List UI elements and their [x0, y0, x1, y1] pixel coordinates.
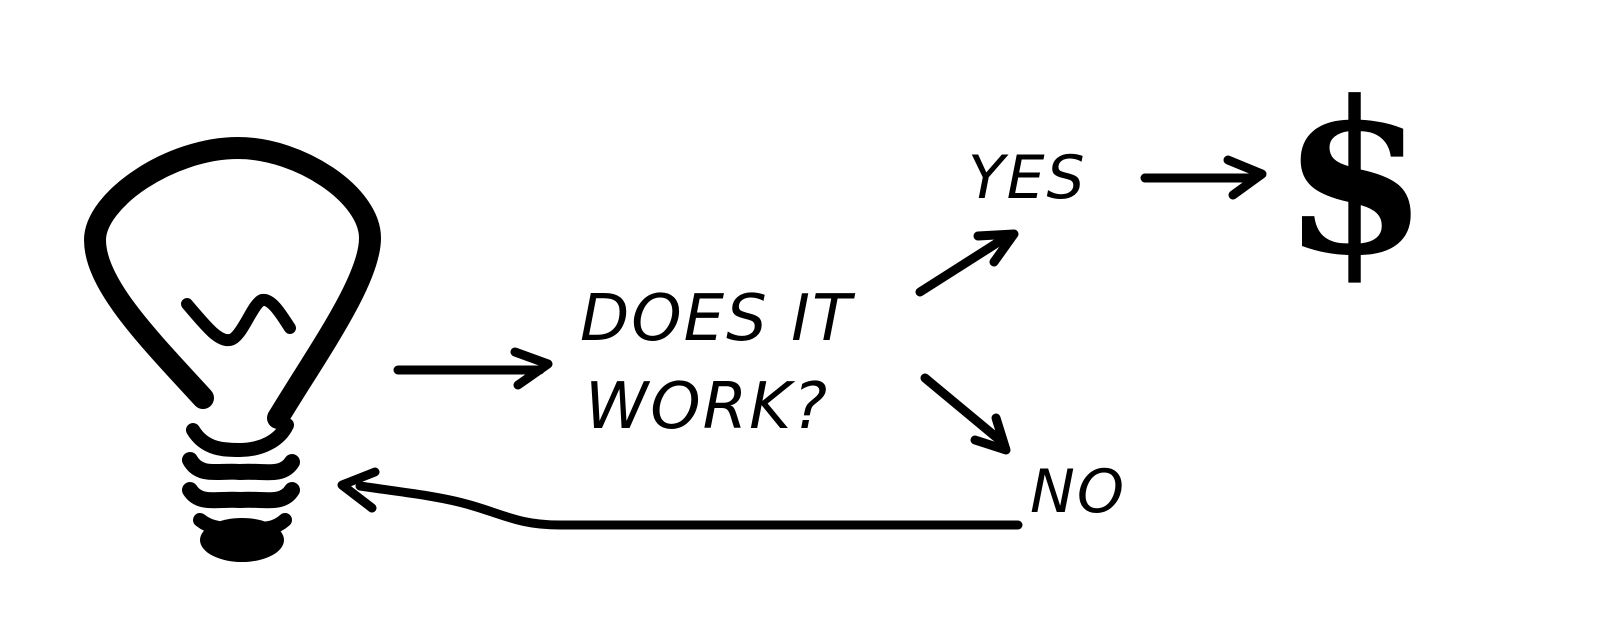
dollar-sign: $	[1282, 55, 1428, 302]
arrow-to-question	[393, 347, 553, 390]
arrow-to-no	[920, 373, 1011, 455]
no-label: NO	[1030, 457, 1126, 527]
yes-label: YES	[968, 143, 1087, 213]
arrow-to-dollar	[1140, 155, 1267, 200]
arrow-no-to-bulb	[337, 467, 1023, 530]
question-line-2: WORK?	[585, 370, 829, 444]
arrow-to-yes	[915, 229, 1019, 297]
lightbulb-icon	[84, 137, 381, 562]
question-line-1: DOES IT	[580, 282, 856, 356]
